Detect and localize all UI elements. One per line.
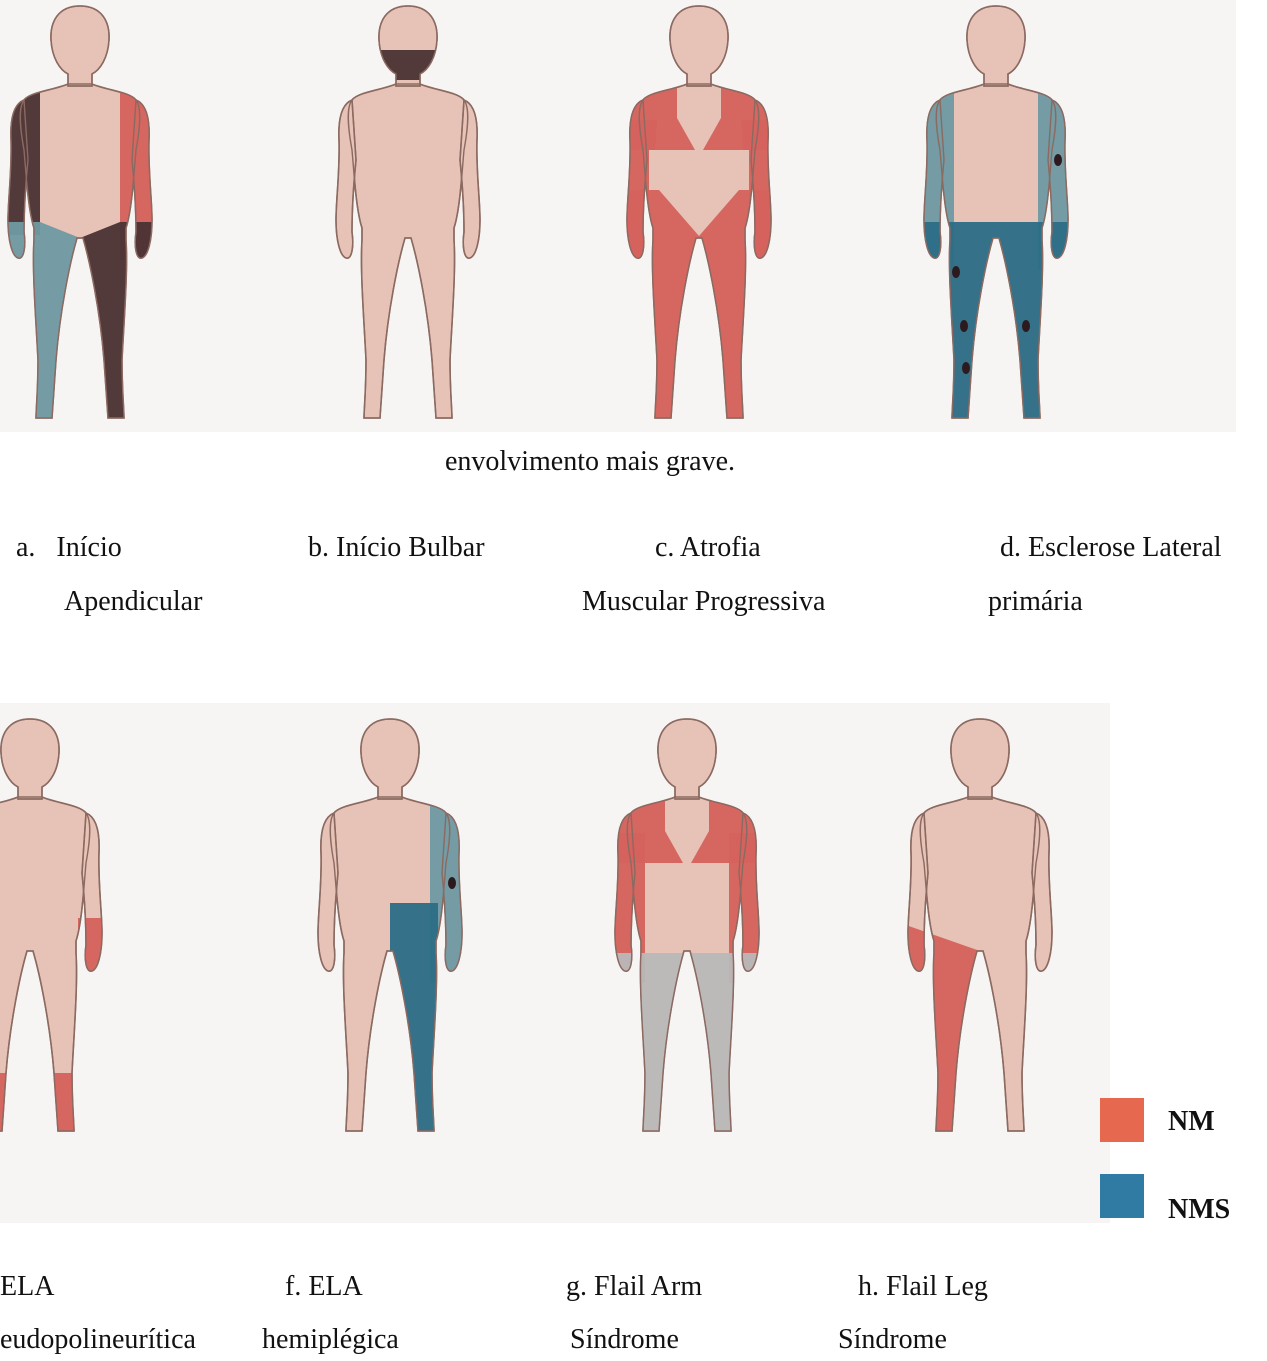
g-head xyxy=(658,719,716,799)
legend-label-nm: NM xyxy=(1168,1108,1215,1136)
label-a-line1: a. Início xyxy=(16,534,122,562)
d-lesion-3 xyxy=(1022,320,1030,332)
figure-c-progressive-muscular-atrophy xyxy=(619,0,779,432)
h-left-leg-lmn xyxy=(900,923,980,1143)
d-lesion-2 xyxy=(960,320,968,332)
caption-fragment: envolvimento mais grave. xyxy=(445,448,735,476)
label-f-line1: f. ELA xyxy=(285,1273,363,1301)
f-lesion-arm xyxy=(448,877,456,889)
label-e-line1: ELA xyxy=(0,1273,54,1301)
label-c-line2: Muscular Progressiva xyxy=(582,588,825,616)
figure-f-hemiplegic-als xyxy=(310,703,470,1223)
label-h-line1: h. Flail Leg xyxy=(858,1273,988,1301)
h-head xyxy=(951,719,1009,799)
label-h-line2: Síndrome xyxy=(838,1326,947,1354)
label-f-line2: hemiplégica xyxy=(262,1326,399,1354)
d-lesion-4 xyxy=(962,362,970,374)
f-right-leg-umn xyxy=(390,903,438,1143)
a-right-leg-severe xyxy=(80,222,160,430)
label-g-line2: Síndrome xyxy=(570,1326,679,1354)
f-head xyxy=(361,719,419,799)
label-g-line1: g. Flail Arm xyxy=(566,1273,702,1301)
figure-d-primary-lateral-sclerosis xyxy=(916,0,1076,432)
d-lesion-1 xyxy=(952,266,960,278)
g-legs-unaffected xyxy=(607,953,767,1143)
label-e-line2: eudopolineurítica xyxy=(0,1326,196,1354)
figure-g-flail-arm-syndrome xyxy=(607,703,767,1223)
legend-label-nms: NMS xyxy=(1168,1196,1230,1224)
c-head xyxy=(670,6,728,86)
d-head xyxy=(967,6,1025,86)
d-lesion-arm xyxy=(1054,154,1062,166)
label-a-line2: Apendicular xyxy=(64,588,202,616)
figure-h-flail-leg-syndrome xyxy=(900,703,1060,1223)
legend-swatch-nm xyxy=(1100,1098,1144,1142)
a-head xyxy=(51,6,109,86)
label-b-line1: b. Início Bulbar xyxy=(308,534,485,562)
a-left-leg-umn xyxy=(0,222,80,430)
e-head xyxy=(1,719,59,799)
figure-b-bulbar-onset xyxy=(328,0,488,432)
label-d-line1: d. Esclerose Lateral xyxy=(1000,534,1222,562)
label-c-line1: c. Atrofia xyxy=(655,534,761,562)
legend-swatch-nms xyxy=(1100,1174,1144,1218)
label-d-line2: primária xyxy=(988,588,1083,616)
a-left-arm-severe xyxy=(0,86,40,235)
